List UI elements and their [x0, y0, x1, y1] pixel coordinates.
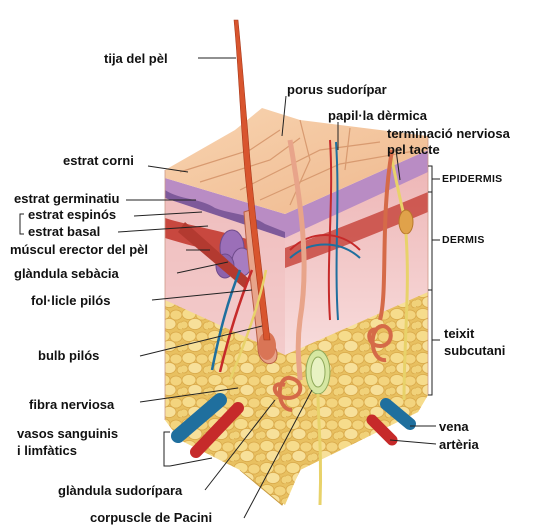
label-dermal-papilla: papil·la dèrmica	[328, 108, 427, 123]
label-epidermis: EPIDERMIS	[442, 172, 502, 187]
label-sweat-gland: glàndula sudorípara	[58, 483, 182, 498]
label-sweat-pore: porus sudorípar	[287, 82, 387, 97]
label-vessels-line1: vasos sanguinis	[17, 426, 118, 441]
label-dermis: DERMIS	[442, 233, 485, 248]
label-hair-bulb: bulb pilós	[38, 348, 99, 363]
label-pacinian-corpuscle: corpuscle de Pacini	[90, 510, 212, 525]
label-hair-shaft: tija del pèl	[104, 51, 168, 66]
label-vein: vena	[439, 419, 469, 434]
label-nerve-fiber: fibra nerviosa	[29, 397, 114, 412]
layer-brackets	[428, 166, 440, 395]
label-vessels-line2: i limfàtics	[17, 443, 77, 458]
label-hair-follicle: fol·licle pilós	[31, 293, 110, 308]
label-stratum-corneum: estrat corni	[63, 153, 134, 168]
label-stratum-spinosum: estrat espinós	[28, 207, 116, 222]
label-stratum-germinativum: estrat germinatiu	[14, 191, 119, 206]
vessels-bracket	[164, 432, 170, 466]
label-stratum-basale: estrat basal	[28, 224, 100, 239]
germinative-bracket	[20, 214, 24, 234]
label-sebaceous-gland: glàndula sebàcia	[14, 266, 119, 281]
label-artery: artèria	[439, 437, 479, 452]
label-nerve-ending-line2: pel tacte	[387, 142, 440, 157]
label-subcutaneous-line1: teixit	[444, 326, 474, 341]
label-subcutaneous-line2: subcutani	[444, 343, 505, 358]
label-nerve-ending-line1: terminació nerviosa	[387, 126, 510, 141]
label-arrector-muscle: múscul erector del pèl	[10, 242, 148, 257]
